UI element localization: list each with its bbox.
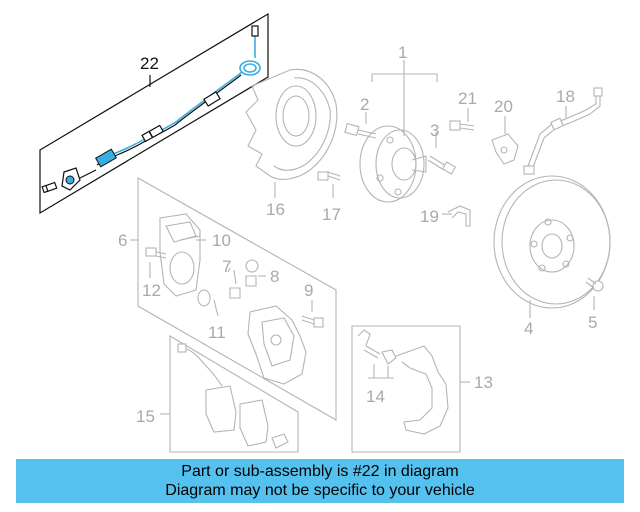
label-4[interactable]: 4 — [524, 319, 533, 338]
bracket-20 — [491, 116, 519, 165]
banner-line-1: Part or sub-assembly is #22 in diagram — [181, 463, 459, 480]
label-16[interactable]: 16 — [266, 200, 285, 219]
bleeder-7 — [227, 267, 241, 299]
label-19[interactable]: 19 — [420, 207, 439, 226]
label-2[interactable]: 2 — [360, 95, 369, 114]
screw-5 — [585, 277, 604, 310]
banner-line-2: Diagram may not be specific to your vehi… — [165, 482, 475, 499]
label-8[interactable]: 8 — [270, 267, 279, 286]
seal-11 — [197, 289, 219, 317]
label-14[interactable]: 14 — [366, 387, 385, 406]
label-13[interactable]: 13 — [474, 373, 493, 392]
info-banner: Part or sub-assembly is #22 in diagram D… — [16, 459, 624, 503]
label-21[interactable]: 21 — [458, 89, 477, 108]
label-12[interactable]: 12 — [142, 281, 161, 300]
bolt-17 — [317, 171, 341, 198]
label-18[interactable]: 18 — [556, 87, 575, 106]
bolt-21 — [449, 108, 475, 131]
label-11[interactable]: 11 — [208, 323, 226, 342]
caliper-10 — [159, 213, 206, 297]
carrier — [247, 305, 307, 385]
label-22[interactable]: 22 — [140, 54, 159, 73]
label-1[interactable]: 1 — [398, 43, 407, 62]
hub-bracket-1 — [365, 60, 438, 148]
label-7[interactable]: 7 — [222, 257, 231, 276]
bolt-9 — [301, 300, 324, 328]
label-9[interactable]: 9 — [304, 281, 313, 300]
sensor-panel-22[interactable] — [39, 12, 269, 215]
hub-bolt-2 — [344, 122, 377, 139]
label-17[interactable]: 17 — [322, 205, 341, 224]
pads-panel-15 — [160, 335, 299, 453]
label-10[interactable]: 10 — [212, 231, 231, 250]
backing-plate-16 — [245, 68, 338, 198]
guide-panel-13 — [351, 325, 470, 453]
wheel-hub — [359, 125, 427, 203]
brake-disc-4 — [493, 175, 611, 318]
caliper-panel-6 — [130, 177, 337, 421]
brake-hose-18 — [523, 87, 603, 175]
bolt-12 — [145, 247, 167, 278]
hub-bolt-3 — [427, 155, 457, 175]
label-3[interactable]: 3 — [430, 121, 439, 140]
label-6[interactable]: 6 — [118, 231, 127, 250]
label-15[interactable]: 15 — [136, 407, 155, 426]
label-5[interactable]: 5 — [588, 313, 597, 332]
label-20[interactable]: 20 — [494, 97, 513, 116]
clip-19 — [442, 205, 471, 227]
cap-8 — [245, 259, 266, 287]
